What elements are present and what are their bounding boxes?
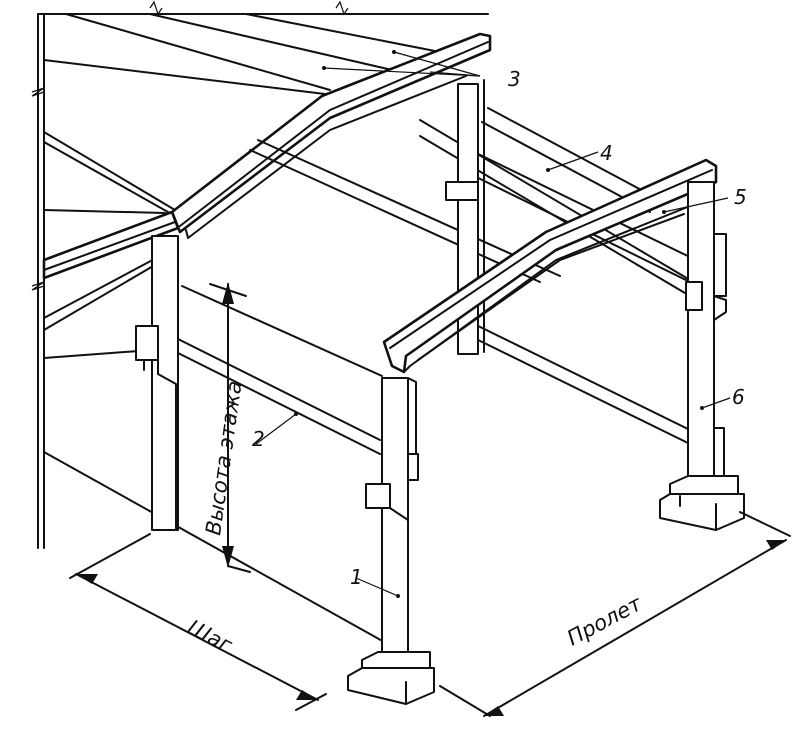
span-label: Пролет (563, 591, 646, 650)
step-label: Шаг (184, 615, 237, 658)
callout-5: 5 (734, 185, 747, 209)
callout-4: 4 (600, 141, 613, 165)
rafter-back (170, 32, 492, 239)
column-front-right (659, 181, 745, 531)
callout-3: 3 (508, 67, 521, 91)
column-front-left (347, 377, 435, 705)
floor-height-dimension (209, 282, 251, 573)
callout-leaders (255, 50, 731, 598)
span-dimension (439, 511, 791, 717)
rafter-front (382, 158, 718, 374)
callout-2: 2 (252, 427, 265, 451)
roof-slabs (31, 0, 489, 549)
floor-height-label: Высота этажа (201, 379, 246, 536)
longitudinal-beams (43, 107, 701, 649)
step-dimension (69, 533, 327, 711)
callout-6: 6 (732, 385, 745, 409)
callout-1: 1 (350, 565, 363, 589)
column-left (135, 235, 179, 531)
